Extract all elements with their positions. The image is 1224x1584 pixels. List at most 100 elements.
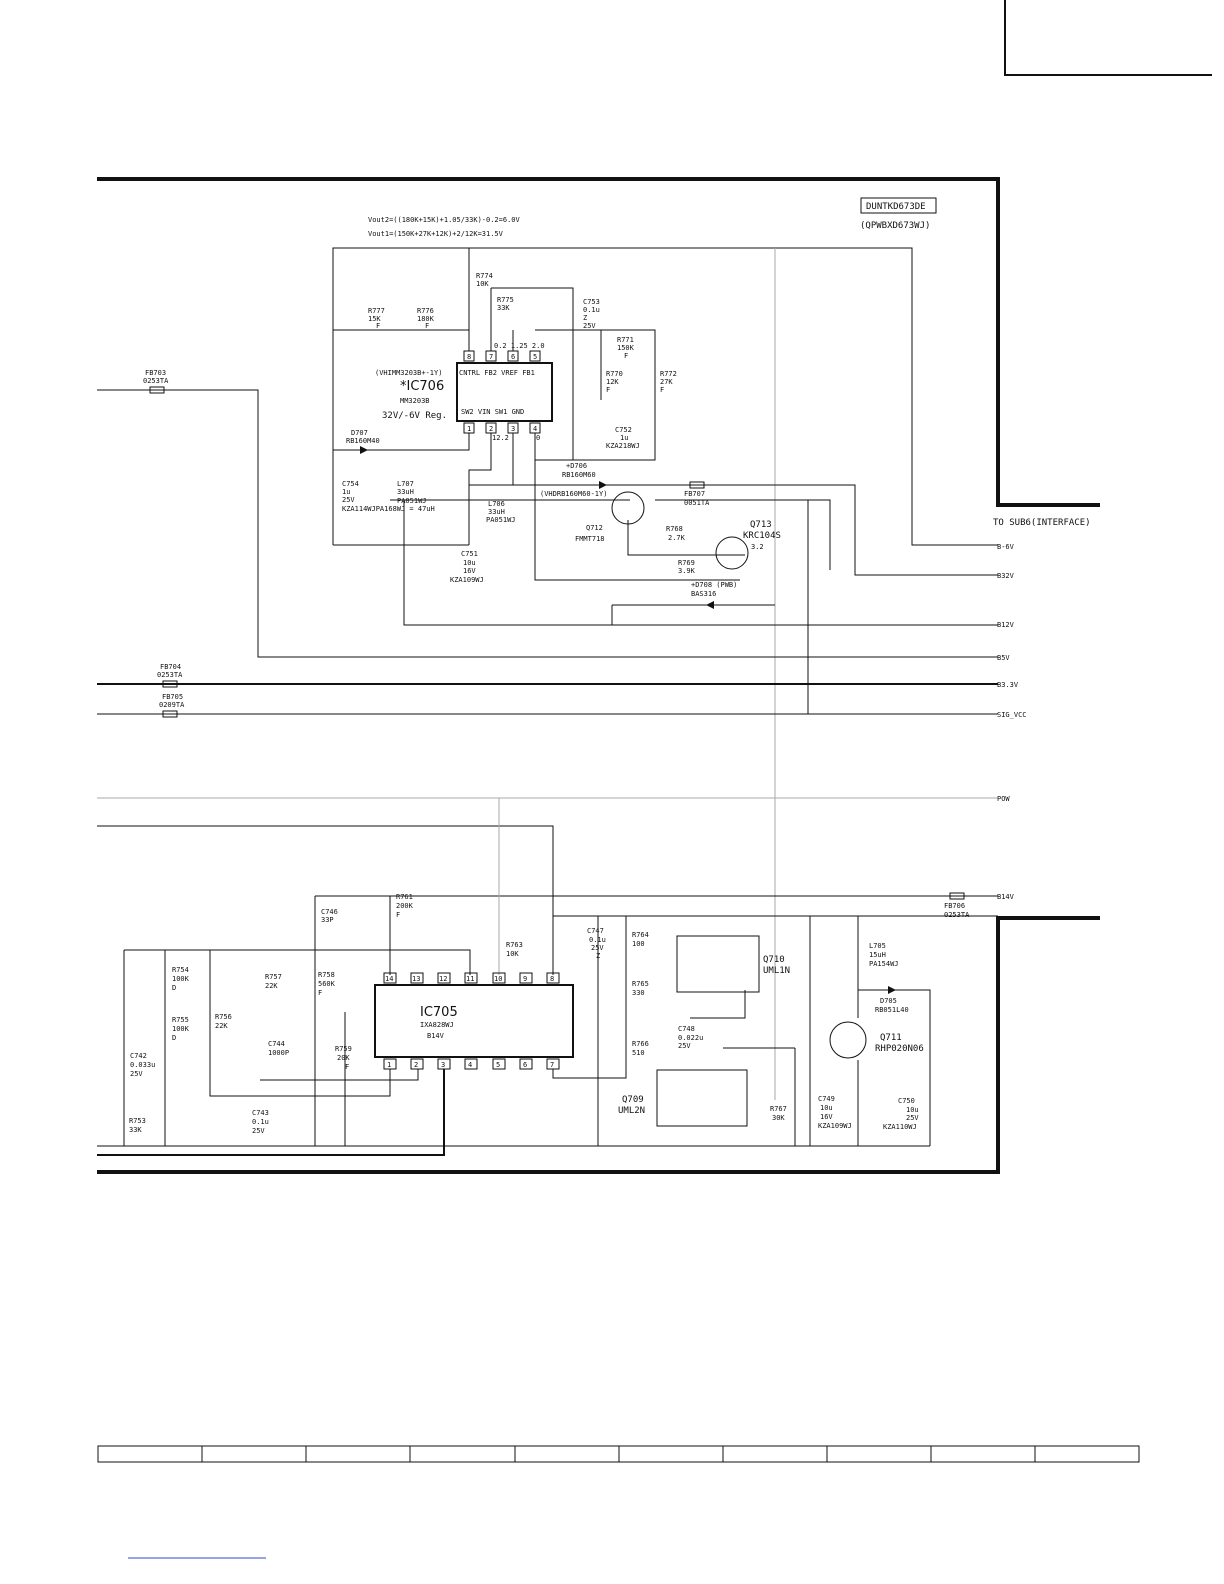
svg-text:Q710: Q710: [763, 955, 785, 965]
svg-text:C747: C747: [587, 927, 604, 935]
svg-text:0.022u: 0.022u: [678, 1034, 703, 1042]
kza114-note: KZA114WJPA168WJ = 47uH: [342, 505, 435, 513]
svg-text:6: 6: [511, 353, 515, 361]
svg-text:Z: Z: [583, 314, 587, 322]
svg-text:R764: R764: [632, 931, 649, 939]
svg-text:10K: 10K: [476, 280, 489, 288]
svg-text:R768: R768: [666, 525, 683, 533]
svg-text:R776: R776: [417, 307, 434, 315]
svg-text:Q709: Q709: [622, 1095, 644, 1105]
svg-text:25V: 25V: [130, 1070, 143, 1078]
svg-text:C751: C751: [461, 550, 478, 558]
svg-text:11: 11: [466, 975, 474, 983]
svg-text:33P: 33P: [321, 916, 334, 924]
svg-text:33K: 33K: [129, 1126, 142, 1134]
svg-text:+D708 (PWB): +D708 (PWB): [691, 581, 737, 589]
svg-text:R771: R771: [617, 336, 634, 344]
svg-text:R757: R757: [265, 973, 282, 981]
svg-text:12K: 12K: [606, 378, 619, 386]
svg-text:0.1u: 0.1u: [589, 936, 606, 944]
svg-text:14: 14: [385, 975, 393, 983]
svg-text:10: 10: [494, 975, 502, 983]
svg-text:BAS316: BAS316: [691, 590, 716, 598]
svg-text:7: 7: [489, 353, 493, 361]
svg-text:KZA218WJ: KZA218WJ: [606, 442, 640, 450]
ic706-v-top: 0.2 1.25 2.0: [494, 342, 545, 350]
ic706-v-vin: 12.2: [492, 434, 509, 442]
svg-text:R756: R756: [215, 1013, 232, 1021]
svg-text:1u: 1u: [620, 434, 628, 442]
unit-code: DUNTKD673DE: [866, 202, 926, 212]
svg-text:0253TA: 0253TA: [143, 377, 169, 385]
svg-text:R774: R774: [476, 272, 493, 280]
svg-text:1: 1: [467, 425, 471, 433]
frame-top: [97, 177, 1100, 507]
svg-text:2.7K: 2.7K: [668, 534, 686, 542]
svg-text:0.033u: 0.033u: [130, 1061, 155, 1069]
svg-text:RB160M40: RB160M40: [346, 437, 380, 445]
svg-text:RB051L40: RB051L40: [875, 1006, 909, 1014]
ic706-vh: (VHIMM3203B+-1Y): [375, 369, 442, 377]
svg-text:Q713: Q713: [750, 520, 772, 530]
net-b3-3v: B3.3V: [997, 681, 1019, 689]
svg-text:25V: 25V: [342, 496, 355, 504]
svg-text:F: F: [624, 352, 628, 360]
svg-text:7: 7: [550, 1061, 554, 1069]
unit-code-alt: (QPWBXD673WJ): [860, 221, 930, 231]
svg-text:UML2N: UML2N: [618, 1106, 645, 1116]
svg-text:R753: R753: [129, 1117, 146, 1125]
svg-text:C746: C746: [321, 908, 338, 916]
svg-text:RHP020N06: RHP020N06: [875, 1044, 924, 1054]
svg-text:22K: 22K: [215, 1022, 228, 1030]
svg-text:3.2: 3.2: [751, 543, 764, 551]
svg-text:KZA109WJ: KZA109WJ: [450, 576, 484, 584]
svg-text:C743: C743: [252, 1109, 269, 1117]
svg-text:10u: 10u: [820, 1104, 833, 1112]
svg-text:100K: 100K: [172, 975, 190, 983]
svg-text:6: 6: [523, 1061, 527, 1069]
svg-text:5: 5: [496, 1061, 500, 1069]
svg-text:FB706: FB706: [944, 902, 965, 910]
svg-text:33uH: 33uH: [397, 488, 414, 496]
svg-text:F: F: [376, 322, 380, 330]
svg-text:FB704: FB704: [160, 663, 181, 671]
ic706-body: [456, 362, 553, 422]
svg-text:25V: 25V: [583, 322, 596, 330]
svg-text:R763: R763: [506, 941, 523, 949]
svg-text:C748: C748: [678, 1025, 695, 1033]
svg-text:KZA109WJ: KZA109WJ: [818, 1122, 852, 1130]
vh-d706: (VHDRB160M60-1Y): [540, 490, 607, 498]
ic705-part: IXA828WJ: [420, 1021, 454, 1029]
svg-text:R767: R767: [770, 1105, 787, 1113]
svg-text:C750: C750: [898, 1097, 915, 1105]
svg-text:Q712: Q712: [586, 524, 603, 532]
svg-text:C744: C744: [268, 1040, 285, 1048]
svg-text:25V: 25V: [591, 944, 604, 952]
